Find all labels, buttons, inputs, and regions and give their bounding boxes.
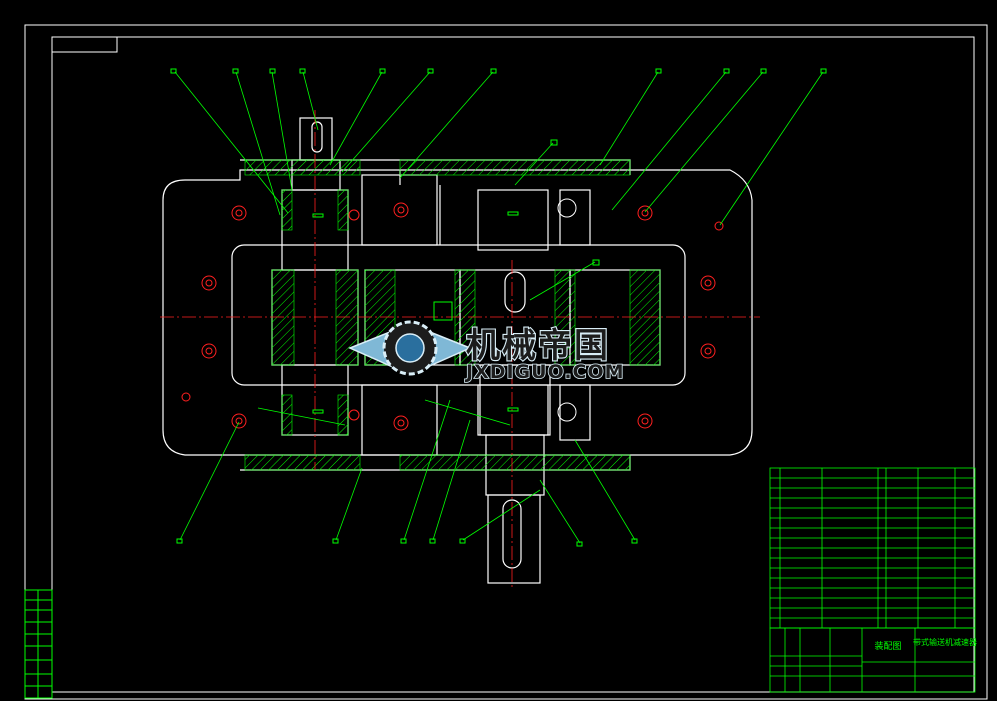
hatched-sections (244, 159, 661, 471)
parts-list (769, 467, 976, 629)
title-block-description: 带式输送机减速器 (913, 637, 977, 647)
sheet-border (24, 24, 988, 700)
balloon-marks (170, 68, 827, 547)
watermark-name: 机械帝国 (466, 326, 610, 366)
gear-wings-logo (348, 320, 472, 376)
watermark-domain: JXDIGUO.COM (464, 361, 625, 383)
bolt-holes (181, 198, 724, 431)
title-block-drawing-name: 装配图 (874, 640, 901, 652)
title-block-frame (769, 627, 976, 693)
left-margin-table (24, 589, 53, 699)
watermark: 机械帝国 JXDIGUO.COM (348, 320, 625, 384)
leader-lines (174, 71, 824, 544)
